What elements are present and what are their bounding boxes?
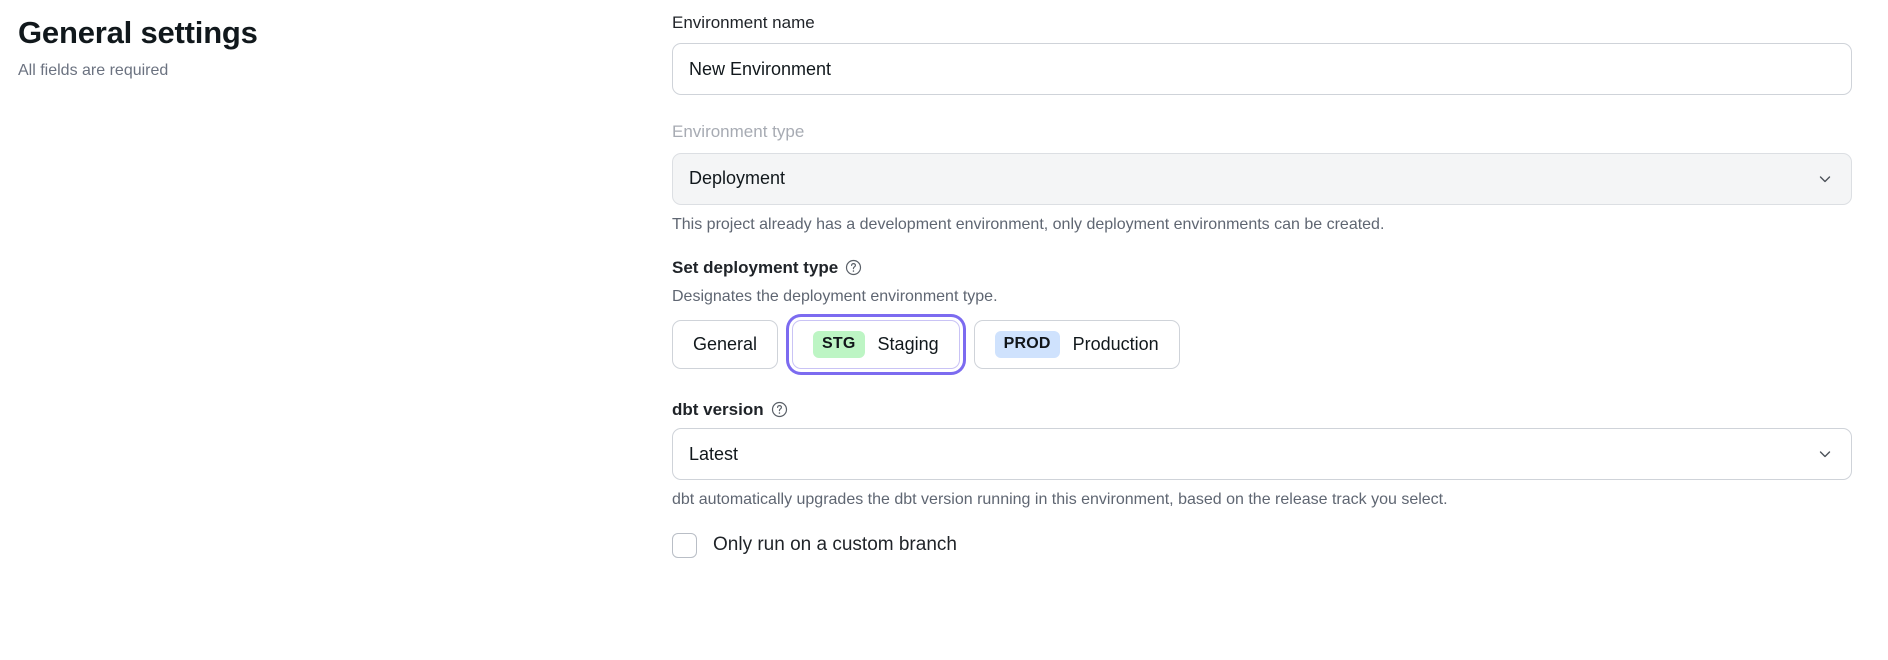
deployment-type-label: Set deployment type	[672, 258, 839, 278]
custom-branch-checkbox[interactable]	[672, 532, 697, 558]
custom-branch-label: Only run on a custom branch	[713, 533, 957, 555]
deployment-type-description: Designates the deployment environment ty…	[672, 288, 998, 306]
production-badge: PROD	[994, 331, 1060, 358]
question-circle-icon[interactable]	[845, 259, 862, 276]
page-title: General settings	[18, 15, 258, 50]
staging-badge: STG	[813, 331, 865, 358]
deployment-type-option-staging[interactable]: STG Staging	[792, 319, 960, 369]
dbt-version-value: Latest	[689, 443, 739, 464]
environment-type-select[interactable]: Deployment	[672, 152, 1852, 205]
page-subtitle: All fields are required	[18, 61, 169, 79]
deployment-type-option-general-label: General	[693, 333, 758, 354]
environment-type-field-group: Environment type Deployment This project…	[672, 121, 1852, 235]
deployment-type-option-production-label: Production	[1072, 333, 1159, 354]
environment-type-value: Deployment	[689, 168, 786, 188]
custom-branch-checkbox-row[interactable]: Only run on a custom branch	[672, 532, 1852, 558]
environment-name-field-group: Environment name New Environment	[672, 12, 1852, 96]
deployment-type-label-row: Set deployment type	[672, 257, 1852, 278]
dbt-version-select[interactable]: Latest	[672, 428, 1852, 481]
environment-type-label: Environment type	[672, 122, 805, 142]
deployment-type-option-general[interactable]: General	[672, 319, 779, 369]
environment-type-helper-text: This project already has a development e…	[672, 215, 1385, 233]
dbt-version-label-row: dbt version	[672, 399, 1852, 420]
deployment-type-option-production[interactable]: PROD Production	[973, 319, 1180, 369]
environment-name-value: New Environment	[689, 58, 832, 79]
question-circle-icon[interactable]	[771, 401, 788, 418]
settings-section-header: General settings All fields are required	[18, 14, 578, 82]
general-settings-form: Environment name New Environment Environ…	[672, 12, 1852, 558]
deployment-type-field-group: Set deployment type Designates the deplo…	[672, 257, 1852, 369]
dbt-version-helper-text: dbt automatically upgrades the dbt versi…	[672, 491, 1448, 509]
dbt-version-field-group: dbt version Latest dbt automatically upg…	[672, 399, 1852, 511]
deployment-type-segmented-control: General STG Staging PROD Production	[672, 319, 1852, 369]
deployment-type-option-staging-label: Staging	[877, 333, 939, 354]
dbt-version-label: dbt version	[672, 399, 764, 419]
environment-name-input[interactable]: New Environment	[672, 43, 1852, 96]
chevron-down-icon	[1817, 446, 1833, 462]
environment-name-label: Environment name	[672, 13, 815, 32]
chevron-down-icon	[1817, 171, 1833, 187]
